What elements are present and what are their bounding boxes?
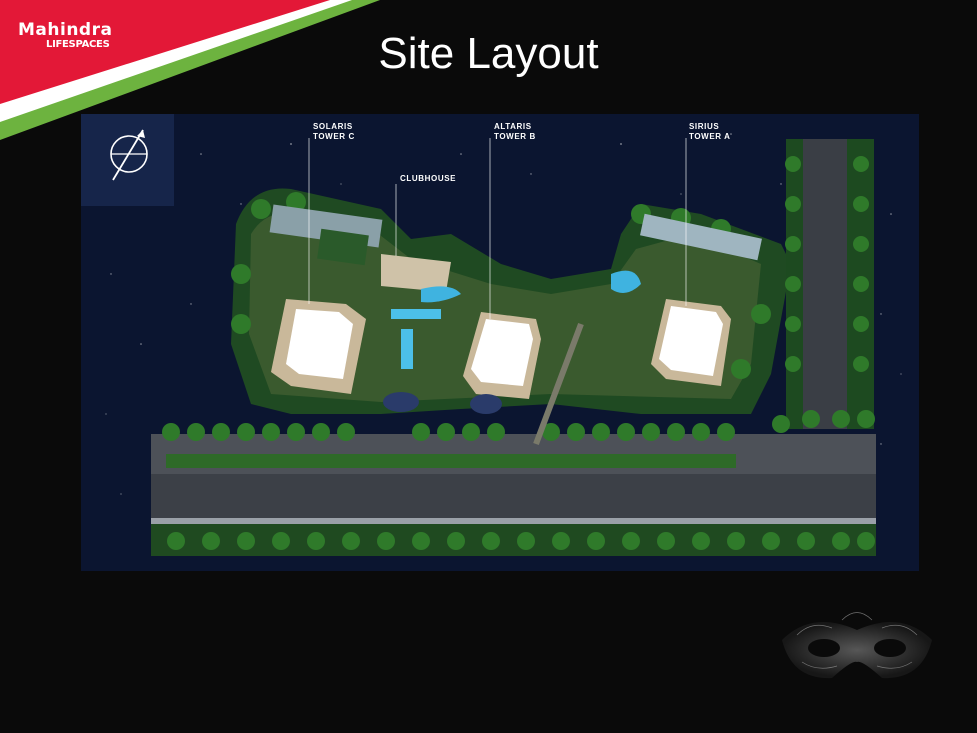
tower-a-building [651,299,731,386]
site-map: SOLARIS TOWER C ALTARIS TOWER B SIRIUS T… [81,114,919,571]
tree-rows [162,156,875,550]
label-solaris-name: SOLARIS [313,122,353,131]
mahindra-logo[interactable]: Mahindra LIFESPACES [18,20,113,51]
label-sirius-name: SIRIUS [689,122,720,131]
clubhouse-pool [421,286,461,303]
label-sirius-tower: TOWER A [689,132,731,141]
site-map-illustration [105,133,902,556]
label-solaris: SOLARIS TOWER C [313,122,355,142]
logo-brand: Mahindra [18,20,113,40]
label-solaris-tower: TOWER C [313,132,355,141]
leader-lines [308,138,687,319]
compass-panel [81,114,174,206]
label-sirius: SIRIUS TOWER A [689,122,731,142]
page-title: Site Layout [378,29,599,78]
label-altaris-name: ALTARIS [494,122,532,131]
label-clubhouse: CLUBHOUSE [400,174,457,183]
mask-ornament-icon [782,612,932,679]
logo-sub: LIFESPACES [46,39,110,50]
corner-banner [0,0,380,140]
tower-a-pool [611,270,641,293]
label-altaris-tower: TOWER B [494,132,536,141]
tower-b-building [463,312,541,399]
clubhouse-building [381,254,451,292]
tower-c-building [271,299,366,394]
compass-icon [110,129,148,181]
label-altaris: ALTARIS TOWER B [494,122,536,142]
